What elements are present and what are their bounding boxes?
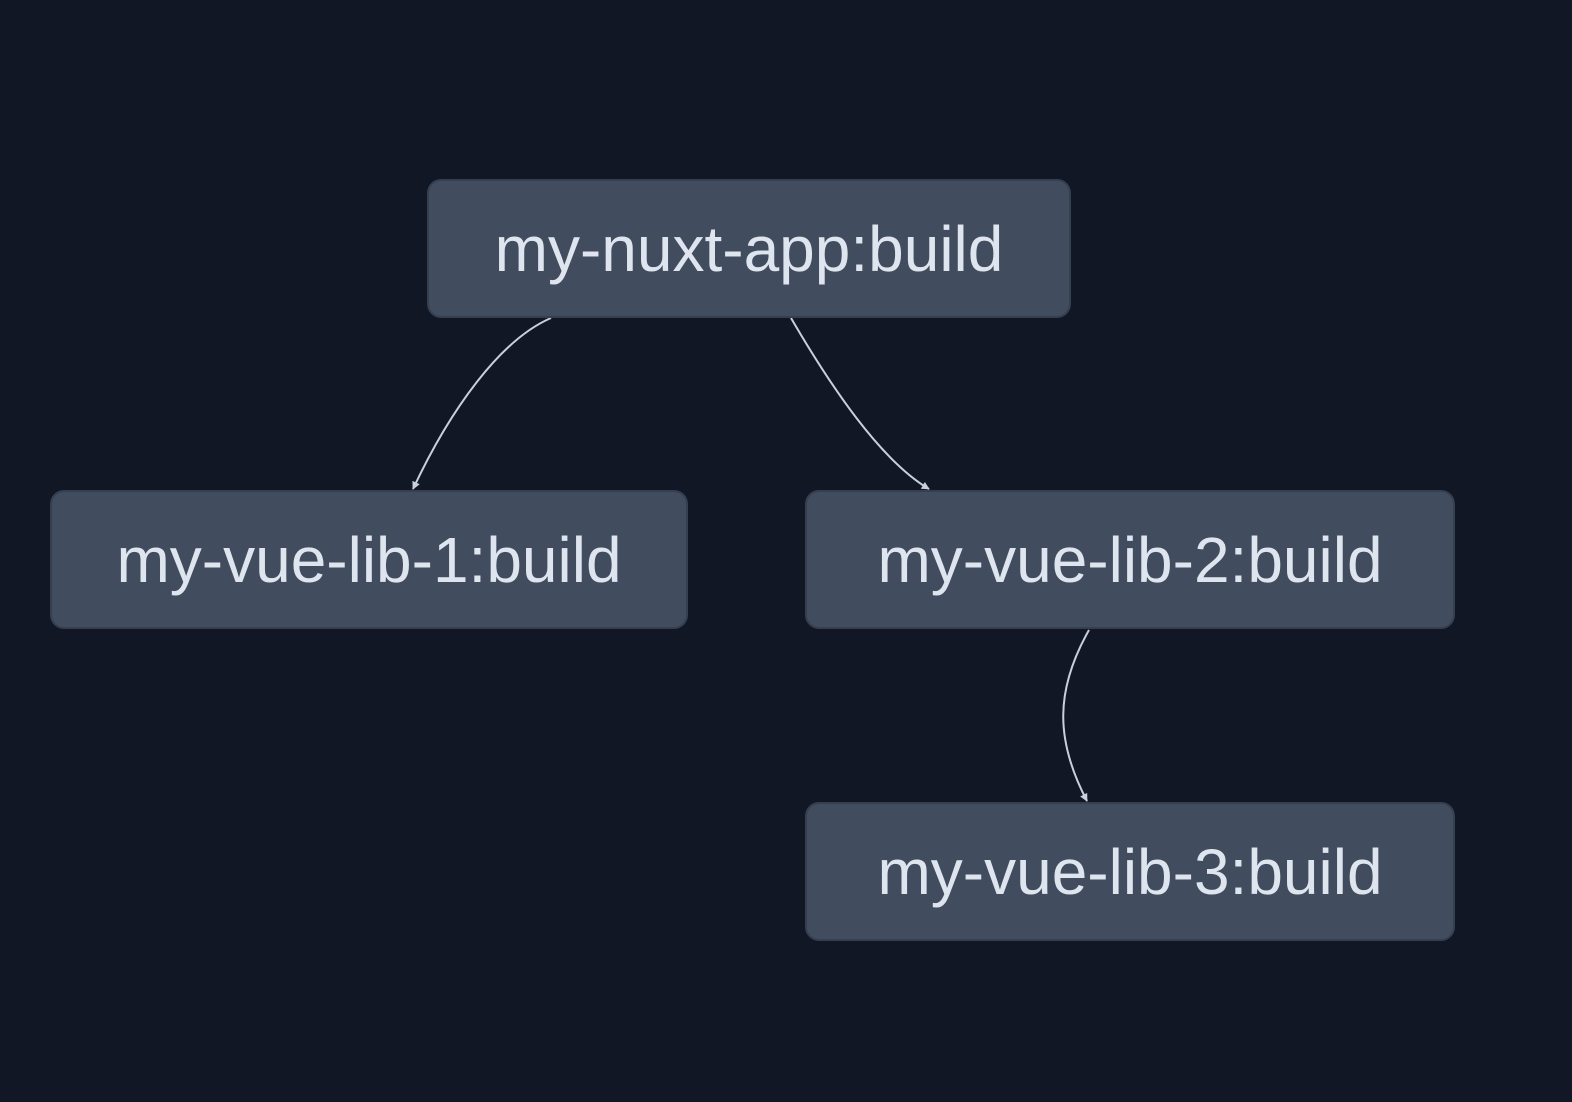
edge-app-to-lib2: [790, 317, 930, 490]
node-label: my-vue-lib-2:build: [877, 523, 1383, 596]
node-label: my-vue-lib-3:build: [877, 835, 1383, 908]
node-label: my-vue-lib-1:build: [116, 523, 622, 596]
node-my-vue-lib-2-build[interactable]: my-vue-lib-2:build: [805, 490, 1455, 629]
edge-lib2-to-lib3: [1062, 629, 1090, 802]
edge-app-to-lib1: [412, 317, 552, 490]
node-label: my-nuxt-app:build: [494, 212, 1004, 285]
node-my-nuxt-app-build[interactable]: my-nuxt-app:build: [427, 179, 1071, 318]
node-my-vue-lib-1-build[interactable]: my-vue-lib-1:build: [50, 490, 688, 629]
node-my-vue-lib-3-build[interactable]: my-vue-lib-3:build: [805, 802, 1455, 941]
